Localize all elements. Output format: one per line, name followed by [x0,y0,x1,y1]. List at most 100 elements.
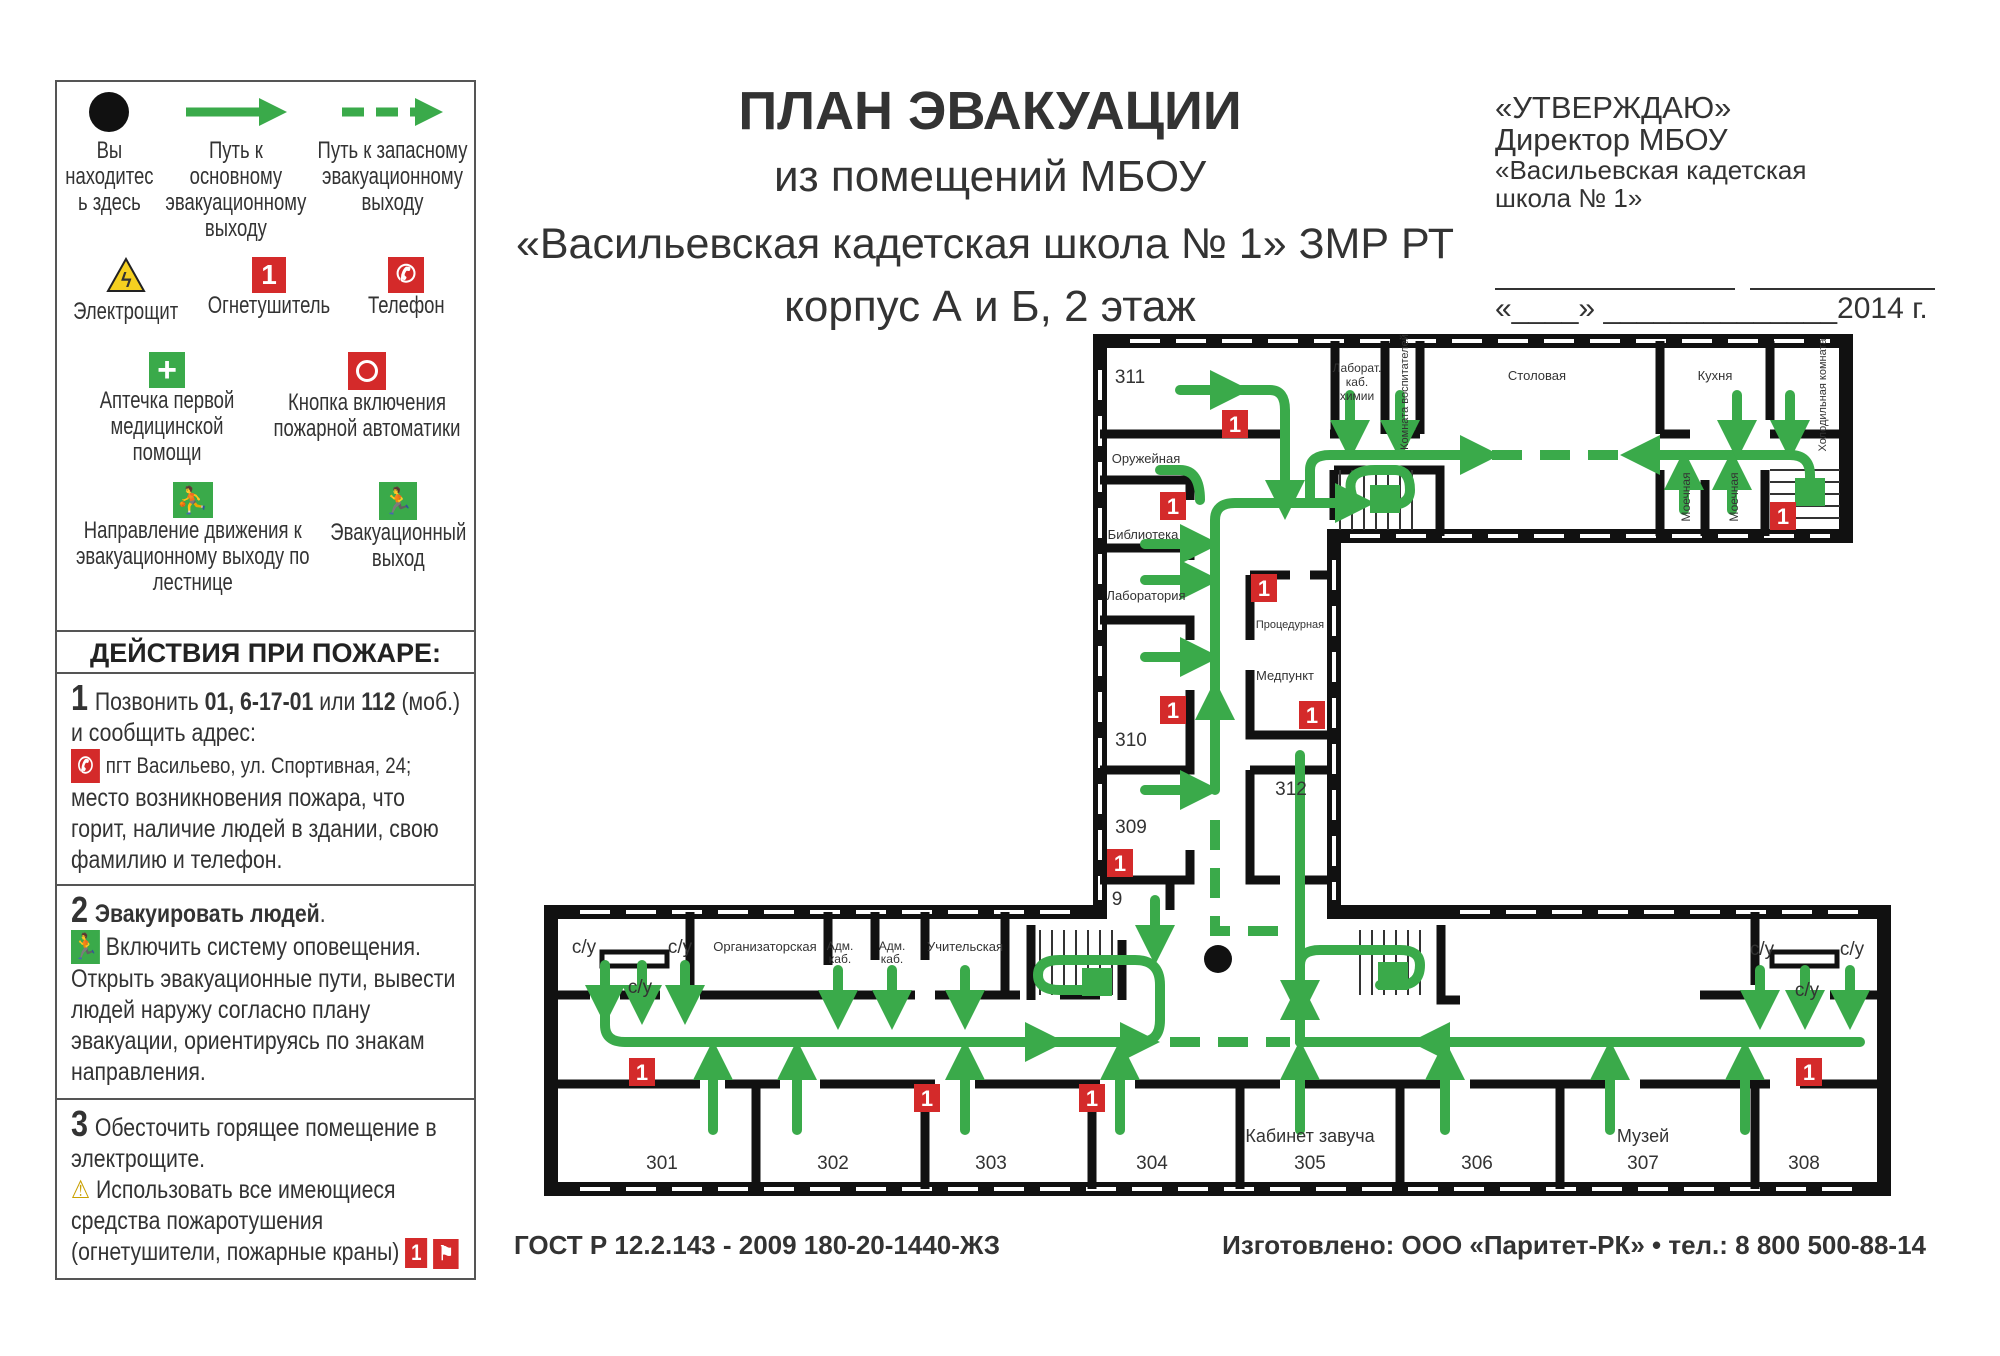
subtitle-2: «Васильевская кадетская школа № 1» ЗМР Р… [515,220,1455,268]
you-are-here-marker [1204,945,1232,973]
room-label: 303 [975,1153,1007,1174]
electric-hazard-icon: ⚠ [71,1176,91,1204]
room-label: Моечная [1727,472,1741,521]
electric-hazard-icon: ϟ [106,256,146,292]
room-label: Процедурная [1256,619,1324,631]
room-label: Адм. [879,939,906,953]
room-labels: 311 Оружейная Библиотека Лаборатория Про… [572,334,1865,1174]
svg-text:ϟ: ϟ [121,270,132,292]
room-label: Медпункт [1256,668,1314,683]
extinguisher-icon: 1 [252,257,286,293]
room-label: каб. [881,952,903,966]
legend-phone: ✆ Телефон [345,257,467,319]
room-label: 9 [1112,889,1123,910]
legend-panel: Вы находитесь здесь Путь к основному эва… [55,80,476,1280]
main-evacuation-routes [585,370,1870,1135]
room-label: 311 [1115,367,1145,388]
room-label: Организаторская [713,939,816,954]
approval-date: «____» ______________2014 г. [1495,292,1928,325]
exit-icon: 🏃 [379,482,417,520]
stair-exit-icon: ⛹ [172,482,213,518]
svg-text:1: 1 [921,1086,933,1111]
room-label: 308 [1788,1153,1820,1174]
svg-text:1: 1 [1229,412,1241,437]
room-label: Библиотека [1108,527,1179,542]
room-label: Лаборат. [1333,361,1382,375]
svg-text:1: 1 [1167,698,1179,723]
extinguisher-icon [1160,492,1186,520]
svg-text:1: 1 [636,1060,648,1085]
reserve-evacuation-routes [1170,450,1630,1047]
extinguisher-icon [1796,1058,1822,1086]
manufacturer-info: Изготовлено: ООО «Паритет-РК» • тел.: 8 … [1222,1230,1926,1260]
extinguisher-icon: 1 [405,1238,428,1268]
room-label: 302 [817,1153,849,1174]
room-label: 306 [1461,1153,1493,1174]
legend-stair-direction: ⛹ Направление движения к эвакуационному … [65,482,320,596]
phone-icon: ✆ [388,257,424,293]
legend-reserve-route: Путь к запасному эвакуационному выходу [317,92,467,216]
svg-text:1: 1 [1777,504,1789,529]
room-label: 310 [1115,730,1147,751]
room-label: Адм. [827,939,854,953]
page-title: ПЛАН ЭВАКУАЦИИ [738,81,1242,141]
legend-fire-button: Кнопка включения пожарной автоматики [267,352,467,442]
room-label: Кухня [1698,368,1733,383]
extinguisher-markers [629,410,1822,1112]
fire-hydrant-icon: ⚑ [433,1239,459,1269]
signature-line [1495,288,1735,290]
legend-electric-panel: ϟ Электрощит [57,256,195,325]
svg-text:1: 1 [1167,494,1179,519]
extinguisher-icon [1079,1084,1105,1112]
legend-first-aid: + Аптечка первой медицинской помощи [99,351,235,466]
extinguisher-icon [629,1058,655,1086]
legend-main-route: Путь к основному эвакуационному выходу [163,92,309,242]
room-label: Лаборатория [1106,588,1185,603]
approval-block: «УТВЕРЖДАЮ» Директор МБОУ «Васильевская … [1495,90,1807,213]
room-label: Оружейная [1112,451,1180,466]
room-label: 307 [1627,1153,1659,1174]
room-label: каб. [1346,375,1368,389]
room-label: с/у [1795,980,1820,1001]
legend-you-are-here: Вы находитесь здесь [61,92,157,216]
stair-exit-icon [1082,968,1112,996]
svg-text:1: 1 [1258,576,1270,601]
stair-exit-icon [1795,478,1825,506]
extinguisher-icon [1222,410,1248,438]
svg-text:1: 1 [1803,1060,1815,1085]
extinguisher-icon [1299,701,1325,729]
subtitle-1: из помещений МБОУ [773,152,1207,201]
room-label: 309 [1115,817,1147,838]
room-label: Учительская [927,939,1003,954]
legend-symbols: Вы находитесь здесь Путь к основному эва… [57,82,474,630]
room-label: Холодильная комната [1817,338,1829,452]
room-label: с/у [668,937,693,958]
legend-extinguisher: 1 Огнетушитель [207,257,331,319]
exit-icon: 🏃 [71,930,100,964]
signature-name-line [1750,288,1935,290]
room-label: каб. [829,952,851,966]
actions-title: ДЕЙСТВИЯ ПРИ ПОЖАРЕ: [57,630,474,672]
reserve-route-arrow-icon [342,98,443,126]
extinguisher-icon [914,1084,940,1112]
main-route-arrow-icon [186,98,287,126]
you-are-here-icon [89,92,129,132]
first-aid-icon: + [149,352,185,388]
room-label: 301 [646,1153,678,1174]
room-label: 312 [1275,779,1307,800]
room-label: химии [1340,389,1374,403]
room-label: с/у [628,977,653,998]
room-label: 305 [1294,1153,1326,1174]
window-marks [580,339,1860,1191]
svg-text:1: 1 [1306,703,1318,728]
room-label: 304 [1136,1153,1168,1174]
subtitle-3: корпус А и Б, 2 этаж [784,282,1196,331]
stair-exit-icon [1370,485,1400,513]
extinguisher-icon [1251,574,1277,602]
room-label: Комната воспитателей [1399,334,1411,450]
stair-exit-icon [1378,962,1408,990]
extinguisher-icon [1107,849,1133,877]
